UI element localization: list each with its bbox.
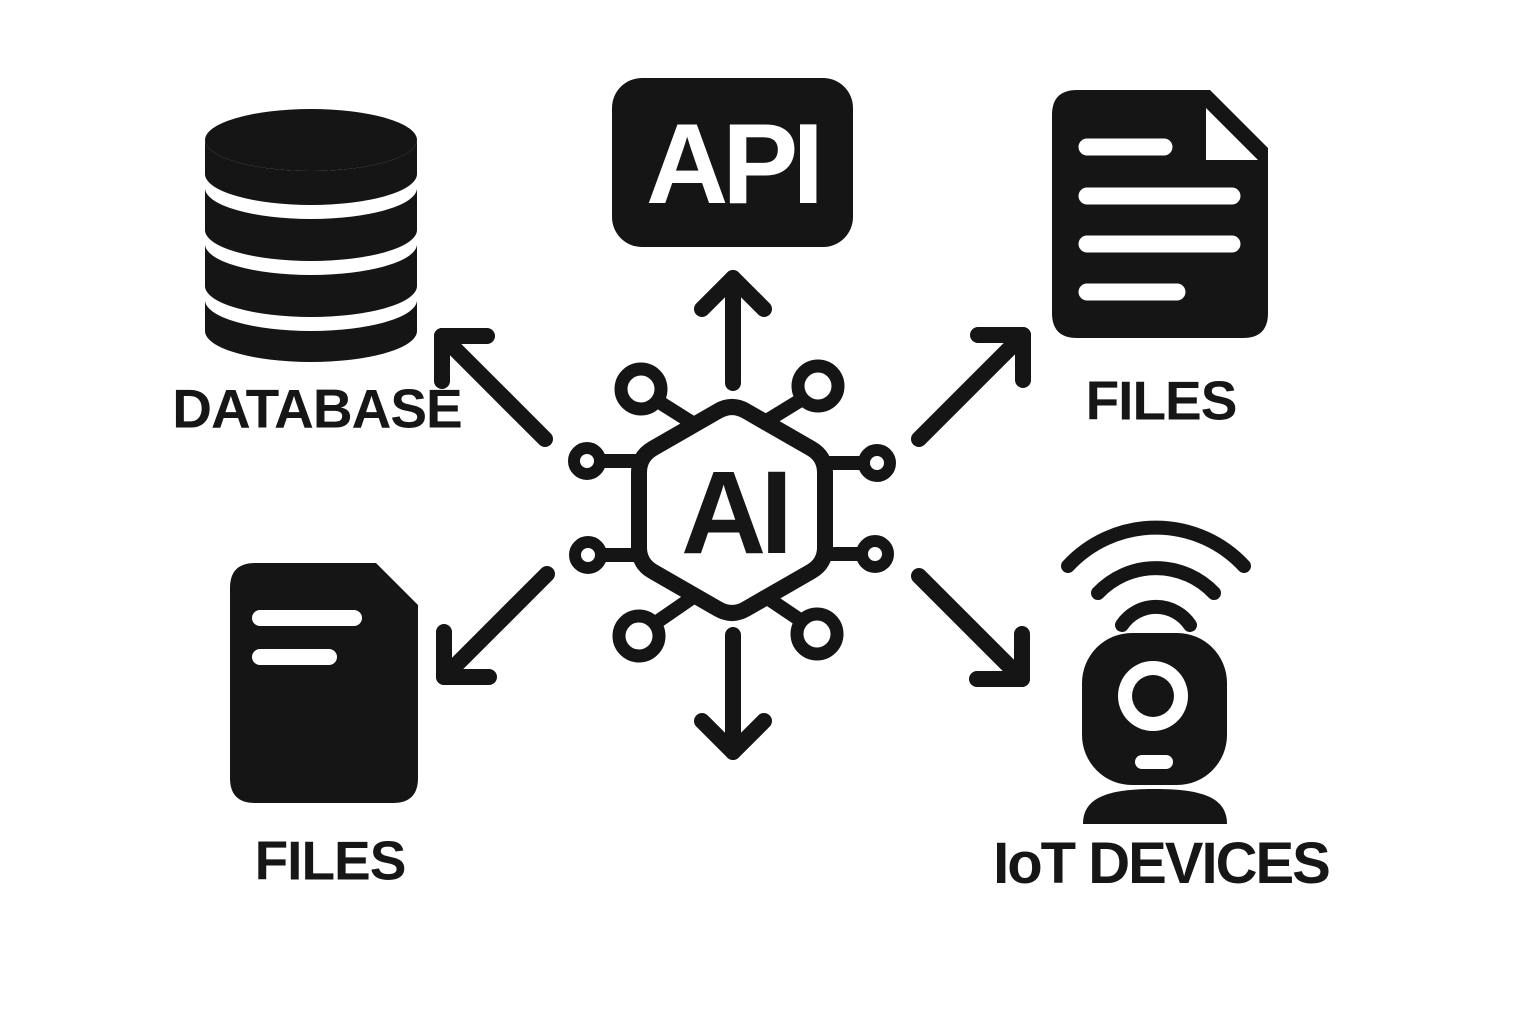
wifi-waves-icon bbox=[1061, 520, 1251, 632]
api-badge-icon bbox=[612, 78, 853, 247]
document-dog-ear-icon bbox=[1052, 90, 1268, 338]
arrow-up-icon bbox=[694, 270, 772, 391]
arrow-up-right-icon bbox=[911, 327, 1031, 447]
arrow-down-icon bbox=[694, 627, 772, 760]
arrow-down-right-icon bbox=[911, 568, 1030, 687]
api-label: API bbox=[645, 101, 824, 228]
webcam-wifi-icon bbox=[1061, 520, 1251, 824]
files-top-label: FILES bbox=[1085, 369, 1238, 432]
files-bottom-label: FILES bbox=[254, 829, 407, 892]
database-label: DATABASE bbox=[172, 377, 462, 440]
database-cylinder-icon bbox=[205, 109, 417, 362]
hexagon bbox=[631, 399, 833, 621]
document-icon bbox=[230, 563, 418, 803]
ai-chip-nodes bbox=[568, 359, 896, 663]
ai-label: AI bbox=[681, 447, 793, 579]
arrow-up-left-icon bbox=[434, 328, 553, 447]
ai-chip-icon bbox=[568, 359, 896, 663]
iot-devices-label: IoT DEVICES bbox=[993, 831, 1331, 896]
arrow-down-left-icon bbox=[436, 566, 555, 685]
